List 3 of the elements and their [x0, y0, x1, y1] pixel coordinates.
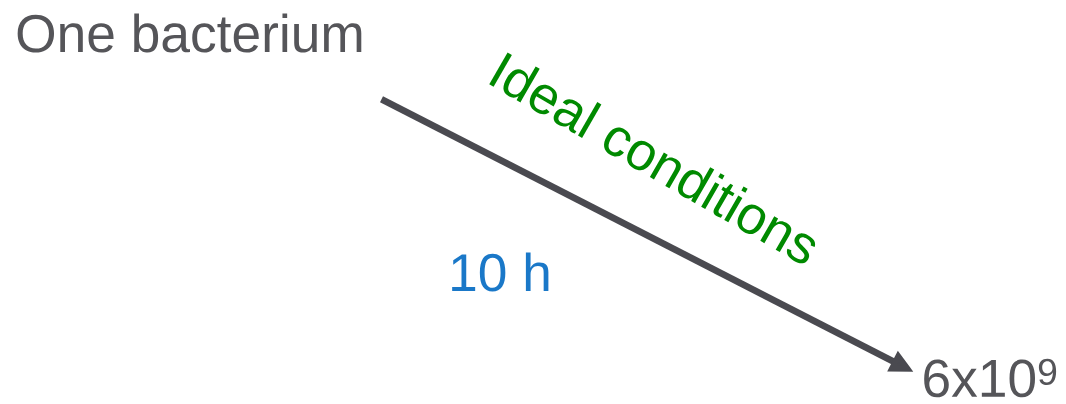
duration-label: 10 h — [452, 252, 549, 292]
node-text: One bacterium — [17, 13, 362, 53]
node-text: 6x10$^{9}$ — [924, 358, 1057, 398]
